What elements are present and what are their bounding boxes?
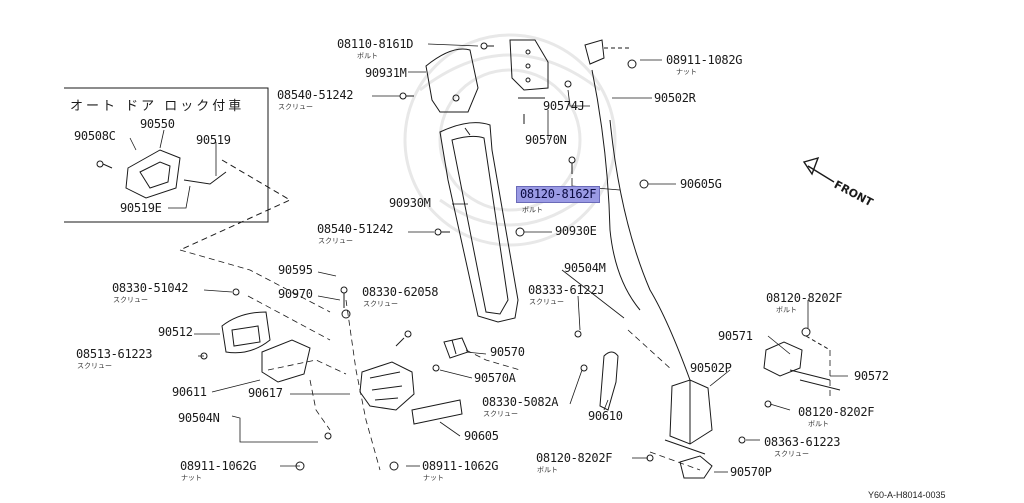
callout-90605[interactable]: 90605 (464, 429, 499, 443)
watermark-emblem (403, 33, 617, 247)
callout-08120-8202F-top[interactable]: 08120-8202F (766, 291, 843, 305)
callout-90605G[interactable]: 90605G (680, 177, 722, 191)
callout-08120-8162F-highlighted[interactable]: 08120-8162F (516, 186, 601, 203)
callout-sub-08120-8202F-top: ボルト (776, 306, 797, 314)
callout-90930E[interactable]: 90930E (555, 224, 597, 238)
callout-90572[interactable]: 90572 (854, 369, 889, 383)
callout-sub-08120-8202F-mid: ボルト (808, 420, 829, 428)
inset-title: オート ドア ロック付車 (70, 99, 245, 114)
callout-90519E[interactable]: 90519E (120, 201, 162, 215)
callout-90574J[interactable]: 90574J (543, 99, 585, 113)
callout-sub-08330-51042: スクリュー (113, 296, 148, 304)
upper-trim-90931M (425, 48, 479, 113)
callout-sub-08330-62058: スクリュー (363, 300, 398, 308)
bracket-90570 (443, 337, 469, 359)
callout-sub-08120-8202F-bottom: ボルト (537, 466, 558, 474)
callout-08540-51242-upper[interactable]: 08540-51242 (277, 88, 354, 102)
callout-08120-8202F-mid[interactable]: 08120-8202F (798, 405, 875, 419)
callout-90571[interactable]: 90571 (718, 329, 753, 343)
callout-08363-61223[interactable]: 08363-61223 (764, 435, 841, 449)
callout-90502R[interactable]: 90502R (654, 91, 696, 105)
callout-90570P[interactable]: 90570P (730, 465, 772, 479)
callout-sub-08330-5082A: スクリュー (483, 410, 518, 418)
leader-lines (129, 43, 848, 473)
callout-90970[interactable]: 90970 (278, 287, 313, 301)
callout-sub-08911-1082G: ナット (676, 68, 697, 76)
callout-08330-62058[interactable]: 08330-62058 (362, 285, 439, 299)
callout-90611[interactable]: 90611 (172, 385, 207, 399)
callout-sub-08513-61223: スクリュー (77, 362, 112, 370)
callout-90617[interactable]: 90617 (248, 386, 283, 400)
callout-90930M[interactable]: 90930M (389, 196, 431, 210)
pillar-trim-90930M (439, 122, 519, 323)
diagram-reference-code: Y60-A-H8014-0035 (868, 490, 946, 500)
fasteners (96, 42, 772, 471)
callout-90502P[interactable]: 90502P (690, 361, 732, 375)
striker-90570N (509, 39, 549, 124)
callout-90570N[interactable]: 90570N (525, 133, 567, 147)
callout-90570A[interactable]: 90570A (474, 371, 516, 385)
callout-90508C[interactable]: 90508C (74, 129, 116, 143)
handle-base-90611 (261, 339, 311, 383)
inset-box (64, 87, 269, 223)
callout-90550[interactable]: 90550 (140, 117, 175, 131)
bracket-90570P (679, 455, 713, 479)
callout-90610[interactable]: 90610 (588, 409, 623, 423)
callout-sub-08540-51242-lower: スクリュー (318, 237, 353, 245)
callout-sub-08363-61223: スクリュー (774, 450, 809, 458)
relay-90571 (763, 327, 841, 391)
callout-08110-8161D[interactable]: 08110-8161D (337, 37, 414, 51)
callout-08911-1082G[interactable]: 08911-1082G (666, 53, 743, 67)
lever-90610 (599, 351, 619, 411)
callout-sub-08110-8161D: ボルト (357, 52, 378, 60)
phantom-lines (179, 249, 831, 471)
callout-90519[interactable]: 90519 (196, 133, 231, 147)
callout-sub-08333-6122J: スクリュー (529, 298, 564, 306)
callout-08911-1062G-left[interactable]: 08911-1062G (180, 459, 257, 473)
callout-90595[interactable]: 90595 (278, 263, 313, 277)
callout-sub-08911-1062G-right: ナット (423, 474, 444, 482)
callout-08330-51042[interactable]: 08330-51042 (112, 281, 189, 295)
rod-90502R (584, 39, 641, 311)
callout-08911-1062G-right[interactable]: 08911-1062G (422, 459, 499, 473)
callout-90504M[interactable]: 90504M (564, 261, 606, 275)
callout-sub-08540-51242-upper: スクリュー (278, 103, 313, 111)
callout-90570[interactable]: 90570 (490, 345, 525, 359)
callout-sub-08120-8162F: ボルト (522, 206, 543, 214)
door-lock-90550 (125, 149, 292, 251)
callout-08333-6122J[interactable]: 08333-6122J (528, 283, 605, 297)
callout-90504N[interactable]: 90504N (178, 411, 220, 425)
outer-handle-90512 (221, 311, 271, 354)
callout-08330-5082A[interactable]: 08330-5082A (482, 395, 559, 409)
actuator-90502P (664, 379, 713, 455)
callout-90931M[interactable]: 90931M (365, 66, 407, 80)
rod-90504M (609, 119, 691, 381)
latch-assembly (359, 361, 463, 425)
callout-08120-8202F-bottom[interactable]: 08120-8202F (536, 451, 613, 465)
front-arrow-icon (802, 156, 835, 183)
callout-08540-51242-lower[interactable]: 08540-51242 (317, 222, 394, 236)
callout-sub-08911-1062G-left: ナット (181, 474, 202, 482)
callout-90512[interactable]: 90512 (158, 325, 193, 339)
callout-08513-61223[interactable]: 08513-61223 (76, 347, 153, 361)
